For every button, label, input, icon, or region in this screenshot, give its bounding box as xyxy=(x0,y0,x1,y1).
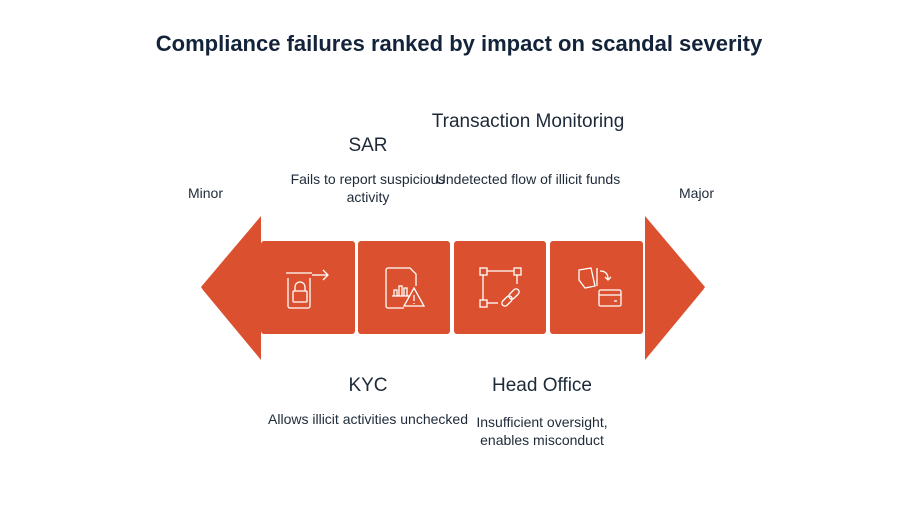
left-arrowhead xyxy=(201,216,261,360)
sar-title: SAR xyxy=(348,135,388,156)
kyc-description: Allows illicit activities unchecked xyxy=(268,411,468,427)
sar-box xyxy=(358,241,450,334)
network-link-icon xyxy=(479,266,522,308)
kyc-title: KYC xyxy=(348,375,388,396)
sar-description: Fails to report suspicious activity xyxy=(290,171,446,205)
card-transfer-icon xyxy=(577,266,622,307)
locked-document-exit-icon xyxy=(286,269,329,309)
head-office-title: Head Office xyxy=(492,375,592,396)
chart-title: Compliance failures ranked by impact on … xyxy=(155,31,763,56)
kyc-box xyxy=(261,241,355,334)
transaction-monitoring-description: Undetected flow of illicit funds xyxy=(435,171,621,187)
transaction-monitoring-box xyxy=(454,241,546,334)
head-office-box xyxy=(550,241,643,334)
report-warning-icon xyxy=(385,266,426,309)
major-label: Major xyxy=(679,185,715,201)
transaction-monitoring-title: Transaction Monitoring xyxy=(431,111,625,132)
minor-label: Minor xyxy=(188,185,224,201)
right-arrowhead xyxy=(645,216,705,360)
head-office-description: Insufficient oversight, enables miscondu… xyxy=(476,414,608,448)
